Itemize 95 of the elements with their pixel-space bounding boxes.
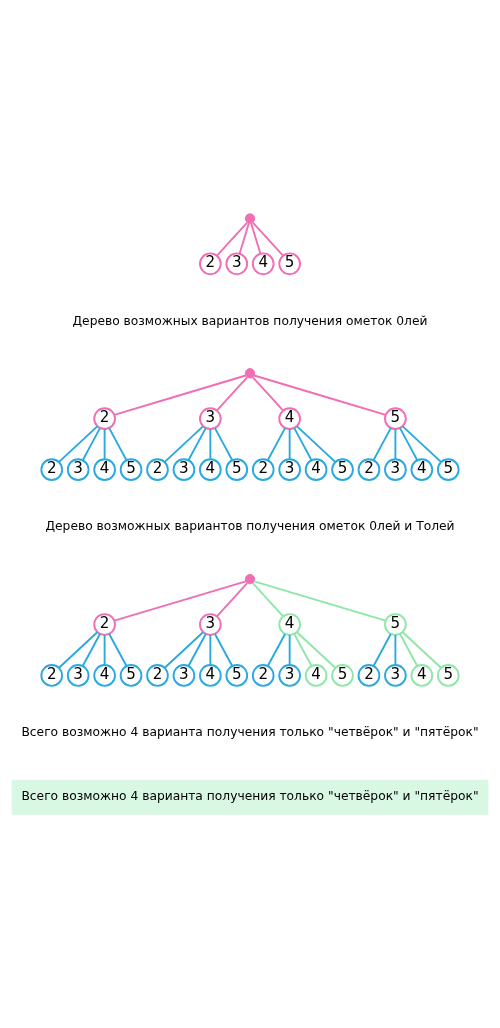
label: Дерево возможных вариантов получения ометок 0лей <box>72 313 428 328</box>
node-circle: 4 <box>199 664 222 687</box>
connector <box>293 633 313 667</box>
node-circle: 4 <box>304 664 328 687</box>
node-circle: 5 <box>331 664 354 687</box>
connector <box>288 633 291 666</box>
node-circle: 5 <box>119 458 143 481</box>
node-circle: 2 <box>146 458 169 481</box>
node-circle <box>244 368 256 379</box>
connector <box>372 427 392 462</box>
node-circle: 5 <box>225 458 249 481</box>
node-circle <box>244 573 256 585</box>
connector <box>394 633 397 666</box>
node-circle: 3 <box>66 664 90 687</box>
node-circle: 5 <box>384 407 407 430</box>
connector <box>288 428 291 460</box>
connector <box>372 633 392 667</box>
connector <box>81 633 101 667</box>
connector <box>251 376 284 412</box>
connector <box>214 633 234 667</box>
connector <box>216 221 249 257</box>
connector <box>293 427 313 462</box>
connector <box>103 633 106 666</box>
connector <box>216 376 249 412</box>
node-circle: 2 <box>93 613 116 636</box>
connector <box>58 631 99 669</box>
connector <box>113 374 247 416</box>
node-circle: 3 <box>199 407 222 430</box>
node-circle: 3 <box>225 252 249 276</box>
node-circle: 2 <box>40 664 64 687</box>
connector <box>394 428 397 460</box>
node-circle: 5 <box>278 252 301 276</box>
connector <box>401 425 442 463</box>
node-circle: 4 <box>93 664 116 687</box>
connector <box>81 427 101 462</box>
connector <box>399 427 419 462</box>
node-circle: 4 <box>278 613 301 636</box>
connector <box>209 633 212 666</box>
node-circle: 2 <box>146 664 169 687</box>
node-circle: 2 <box>251 458 275 481</box>
node-circle: 4 <box>199 458 222 481</box>
connector <box>250 222 262 255</box>
connector <box>401 631 442 669</box>
node-circle: 3 <box>199 613 222 636</box>
connector <box>253 374 387 416</box>
connector <box>253 580 387 622</box>
node-circle: 3 <box>172 458 196 481</box>
node-circle: 2 <box>251 664 275 687</box>
node-circle: 3 <box>278 458 301 481</box>
connector <box>187 633 207 667</box>
connector <box>251 582 284 618</box>
label: Всего возможно 4 варианта получения только "четвёрок" и "пятёрок" <box>21 725 479 740</box>
node-circle: 2 <box>40 458 64 481</box>
connector <box>296 425 337 463</box>
node-circle: 5 <box>436 458 460 481</box>
node-circle: 5 <box>436 664 460 687</box>
node-circle: 5 <box>384 613 407 636</box>
node-circle: 3 <box>278 664 301 687</box>
node-circle: 3 <box>66 458 90 481</box>
node-circle: 2 <box>93 407 116 430</box>
connector <box>238 222 250 255</box>
connector <box>399 633 419 667</box>
connector <box>108 427 128 462</box>
label: Дерево возможных вариантов получения ометок 0лей и Толей <box>45 519 455 534</box>
node-circle: 3 <box>172 664 196 687</box>
node-circle: 4 <box>251 252 275 276</box>
node-circle: 5 <box>119 664 143 687</box>
connector <box>216 582 249 618</box>
node-circle: 2 <box>357 458 381 481</box>
connector <box>251 221 284 257</box>
label: Всего возможно 4 варианта получения только "четвёрок" и "пятёрок" <box>21 789 479 804</box>
connector <box>209 428 212 460</box>
connector <box>266 427 286 462</box>
node-circle: 4 <box>278 407 301 430</box>
node-circle: 4 <box>410 664 434 687</box>
connector <box>163 631 204 669</box>
node-circle <box>244 213 256 224</box>
connector <box>163 425 204 463</box>
node-circle: 4 <box>410 458 434 481</box>
connector <box>187 427 207 462</box>
node-circle: 2 <box>199 252 222 276</box>
connector <box>214 427 234 462</box>
node-circle: 2 <box>357 664 381 687</box>
node-circle: 5 <box>331 458 354 481</box>
node-circle: 4 <box>93 458 116 481</box>
node-circle: 4 <box>304 458 328 481</box>
connector <box>103 428 106 460</box>
connector <box>58 425 99 463</box>
connector <box>113 580 247 622</box>
connector <box>266 633 286 667</box>
node-circle: 3 <box>384 664 407 687</box>
connector <box>296 631 337 669</box>
node-circle: 3 <box>384 458 407 481</box>
connector <box>108 633 128 667</box>
node-circle: 5 <box>225 664 249 687</box>
